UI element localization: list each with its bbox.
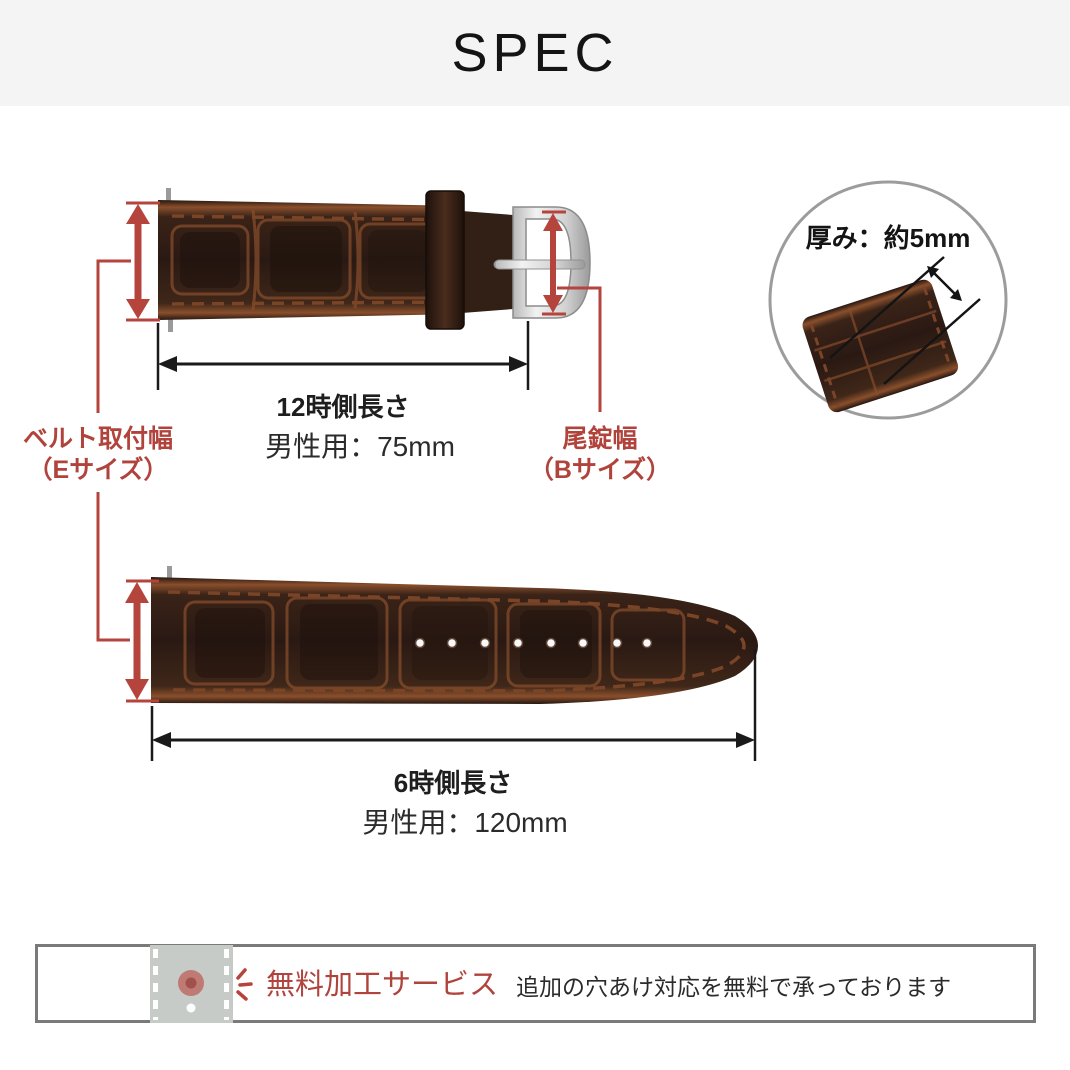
attachment-width-label: ベルト取付幅 （Eサイズ）: [0, 424, 196, 486]
spring-bar-pin: [166, 188, 171, 201]
buckle-width-label-line1: 尾錠幅: [562, 425, 638, 453]
spring-bar-pin: [167, 566, 172, 579]
attachment-width-label-line2: （Eサイズ）: [27, 456, 169, 484]
page-title: SPEC: [0, 0, 1070, 106]
strap-fold: [462, 211, 513, 313]
stitching: [167, 590, 746, 693]
spring-bar-pin: [168, 319, 173, 332]
upper-length-value: 男性用：75mm: [265, 431, 455, 462]
attachment-width-arrow-lower: [125, 579, 159, 703]
thickness-circle: [768, 180, 1008, 420]
upper-length-dimension: [156, 321, 530, 390]
hole-punch-icon: [150, 945, 253, 1023]
stitching: [171, 214, 457, 306]
sparkle-icon: [236, 968, 253, 1001]
upper-strap-photo: [158, 188, 591, 332]
strap-holes: [414, 637, 653, 649]
buckle-width-bracket: [557, 286, 602, 412]
buckle-width-label: 尾錠幅 （Bサイズ）: [502, 424, 698, 486]
thickness-label: 厚み：約5mm: [805, 223, 971, 253]
thickness-measure-lines: [829, 256, 981, 385]
buckle-prong: [494, 259, 586, 270]
banner-title: 無料加工サービス: [266, 969, 499, 1001]
attachment-width-arrow-upper: [126, 201, 160, 322]
lower-length-value: 男性用：120mm: [362, 807, 568, 838]
thickness-strap-photo: [802, 279, 959, 413]
lower-length-label: 6時側長さ: [393, 768, 513, 798]
lower-length-dimension: [150, 649, 757, 761]
buckle-width-label-line2: （Bサイズ）: [528, 456, 672, 484]
upper-length-label: 12時側長さ: [276, 392, 410, 422]
lower-strap-photo: [151, 566, 758, 704]
attachment-width-label-line1: ベルト取付幅: [22, 425, 173, 453]
buckle-width-arrow: [542, 210, 566, 316]
attachment-width-bracket: [96, 259, 131, 642]
banner-description: 追加の穴あけ対応を無料で承っております: [516, 974, 952, 1000]
keeper-loop: [425, 190, 465, 330]
